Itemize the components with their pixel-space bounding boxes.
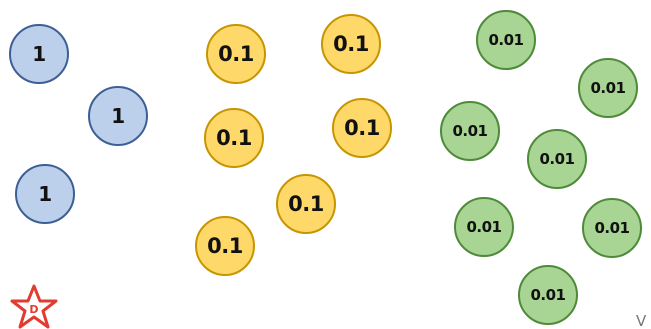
coin-label: 0.01 [488,31,524,49]
coin-yellow: 0.1 [332,98,392,158]
coin-green: 0.01 [578,58,638,118]
coin-green: 0.01 [582,198,642,258]
coin-label: 1 [38,182,52,206]
coin-green: 0.01 [476,10,536,70]
coin-label: 0.1 [207,234,243,258]
coin-label: 0.01 [452,122,488,140]
coin-label: 0.1 [218,42,254,66]
coin-green: 0.01 [527,129,587,189]
coin-label: 0.01 [539,150,575,168]
coin-blue: 1 [15,164,75,224]
coin-yellow: 0.1 [206,24,266,84]
coin-yellow: 0.1 [321,14,381,74]
star-logo-icon: D [10,284,58,329]
coin-yellow: 0.1 [276,174,336,234]
coin-green: 0.01 [440,101,500,161]
coin-label: 1 [32,42,46,66]
logo-letter: D [29,303,38,316]
coin-label: 0.01 [530,286,566,304]
corner-mark: V [636,312,647,329]
coin-label: 0.01 [594,219,630,237]
coin-label: 0.01 [590,79,626,97]
coin-blue: 1 [88,86,148,146]
coin-label: 0.01 [466,218,502,236]
coin-yellow: 0.1 [204,108,264,168]
coin-green: 0.01 [518,265,578,325]
coin-label: 1 [111,104,125,128]
coin-label: 0.1 [288,192,324,216]
coin-label: 0.1 [216,126,252,150]
coin-yellow: 0.1 [195,216,255,276]
coin-blue: 1 [9,24,69,84]
coin-label: 0.1 [344,116,380,140]
coin-label: 0.1 [333,32,369,56]
coin-green: 0.01 [454,197,514,257]
